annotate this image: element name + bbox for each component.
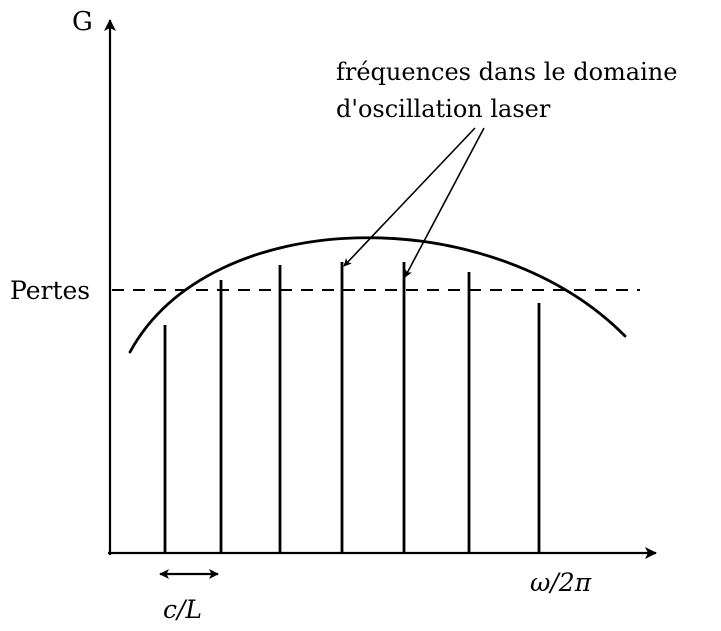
gain-curve [128,236,627,354]
y-axis-label: G [72,7,93,37]
x-axis-label: ω/2π [530,568,592,597]
annotation-pointer [343,127,476,267]
losses-label: Pertes [10,276,90,305]
annotation-line-1: fréquences dans le domaine [336,58,677,86]
annotation-pointer [404,127,485,278]
spacing-label: c/L [163,595,202,624]
annotation-line-2: d'oscillation laser [336,95,551,123]
